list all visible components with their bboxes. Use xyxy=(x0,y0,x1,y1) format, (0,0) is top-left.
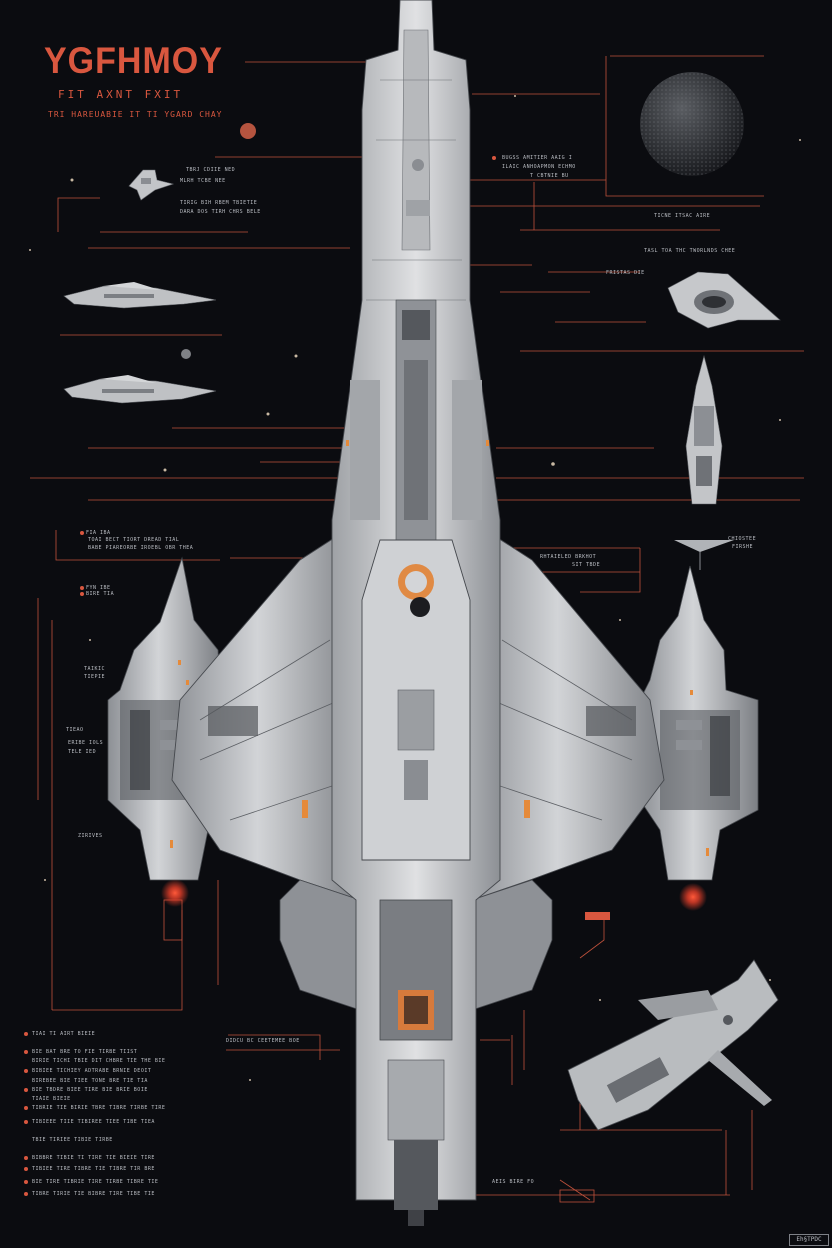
bottom-line: BIREBEE BIE TIEE TONE BRE TIE TIA xyxy=(32,1078,148,1084)
poster-tagline: TRI HAREUABIE IT TI YGARD CHAY xyxy=(48,110,223,119)
bottom-line: TIBRE TIRIE TIE BIBRE TIRE TIBE TIE xyxy=(32,1191,155,1197)
bottom-line: BIE BAT BRE TO FIE TIRBE TIIST xyxy=(32,1049,138,1055)
bullet xyxy=(24,1180,28,1184)
bottom-line: BIBIEE TICHIEY ADTRABE BRNIE DEOIT xyxy=(32,1068,152,1074)
bullet xyxy=(24,1106,28,1110)
bottom-line: BIRIE TICHI TBIE DIT CHBRE TIE THE BIE xyxy=(32,1058,166,1064)
bullet xyxy=(24,1156,28,1160)
side-ship-icon-1 xyxy=(63,282,217,309)
diagonal-ship-icon xyxy=(567,959,779,1131)
bullet xyxy=(80,586,84,590)
bullet xyxy=(24,1050,28,1054)
annotation-top-center-2: ILAIC ANHOAPMON ECHMO xyxy=(502,164,576,170)
annotation-top-center-1: BUGSS AMITIER AAIG I xyxy=(502,155,573,161)
bottom-line: BIE TIRE TIBRIE TIRE TIRBE TIBRE TIE xyxy=(32,1179,159,1185)
bottom-line: TIBRIE TIE BIRIE TBRE TIBRE TIRBE TIRE xyxy=(32,1105,166,1111)
bottom-line: TIAI TI AIRT BIEIE xyxy=(32,1031,96,1037)
annotation-top-left-2: MLRH TCBE NEE xyxy=(180,178,226,184)
side-ship-icon-2 xyxy=(63,375,217,404)
leader-lines xyxy=(30,55,804,1201)
annotation-right-2: TASL TOA THC TWORLNDS CHEE xyxy=(644,248,736,254)
annotation-mid-left-3: BABE PIAREORBE IROEBL OBR THEA xyxy=(88,545,194,551)
annotation-mid-left-4: FYN IBE xyxy=(86,585,111,591)
bottom-line: BIE TBDRE BIEE TIRE BIE BRIE BOIE xyxy=(32,1087,148,1093)
annotation-side-5: TELE IED xyxy=(68,749,97,755)
annotation-right-1: TICNE ITSAC AIRE xyxy=(654,213,711,219)
vertical-ship-icon xyxy=(685,354,723,505)
annotation-mid-right-1: RHTAIELED BRKHOT xyxy=(540,554,597,560)
bottom-line: TIAIE BIEIE xyxy=(32,1096,71,1102)
annotation-side-3: TIEAO xyxy=(66,727,84,733)
annotation-mid-left-2: TOAI BECT TIORT DREAD TIAL xyxy=(88,537,180,543)
bullet xyxy=(80,531,84,535)
main-starship xyxy=(171,0,665,1226)
right-engine-tower xyxy=(639,540,759,911)
poster-subtitle: FIT AXNT FXIT xyxy=(58,88,184,101)
small-moon xyxy=(240,123,256,139)
saucer-ship-icon xyxy=(667,271,781,329)
annotation-top-left-4: DARA DOS TIRH CHRS BELE xyxy=(180,209,261,215)
annotation-mid-right-2: SIT TBDE xyxy=(572,562,601,568)
annotation-side-6: ZIRIVES xyxy=(78,833,103,839)
bullet xyxy=(24,1088,28,1092)
bullet xyxy=(80,592,84,596)
annotation-bottom-right: AEIS BIRE FO xyxy=(492,1179,535,1185)
starfield xyxy=(29,95,801,1081)
annotation-side-2: TIEPIE xyxy=(84,674,106,680)
bottom-line: TIBIEE TIRE TIBRE TIE TIBRE TIR BRE xyxy=(32,1166,155,1172)
annotation-side-1: TAIKIC xyxy=(84,666,106,672)
annotation-mid-right-3: CHIOSTEE xyxy=(728,536,757,542)
bullet xyxy=(24,1192,28,1196)
annotation-top-center-3: T CBTNIE BU xyxy=(530,173,569,179)
annotation-side-4: ERIBE IOLS xyxy=(68,740,104,746)
bullet xyxy=(24,1032,28,1036)
small-ship-icon-1 xyxy=(128,169,175,201)
bullet xyxy=(24,1069,28,1073)
bottom-line: BIBBRE TIBIE TI TIRE TIE BIEIE TIRE xyxy=(32,1155,155,1161)
annotation-right-3: FRISTAS DIE xyxy=(606,270,645,276)
corner-stamp: Eh§TPDC xyxy=(789,1234,829,1246)
bottom-line: TIBIEEE TIIE TIBIREE TIEE TIBE TIEA xyxy=(32,1119,155,1125)
planet-icon xyxy=(640,72,744,176)
bottom-line: TBIE TIRIEE TIBIE TIRBE xyxy=(32,1137,113,1143)
annotation-mid-right-4: FIRSHE xyxy=(732,544,754,550)
annotation-top-left-3: TIRIG BIH RBEM TBIETIE xyxy=(180,200,258,206)
poster-title: YGFHMOY xyxy=(44,40,223,82)
bullet xyxy=(24,1120,28,1124)
bullet xyxy=(492,156,496,160)
annotation-mid-left-5: BIRE TIA xyxy=(86,591,115,597)
annotation-mid-left-1: FIA IBA xyxy=(86,530,111,536)
bullet xyxy=(24,1167,28,1171)
annotation-bottom-center: DIDCU BC CEETEMEE BOE xyxy=(226,1038,300,1044)
annotation-top-left-1: TBRJ CDIIE NED xyxy=(186,167,236,173)
